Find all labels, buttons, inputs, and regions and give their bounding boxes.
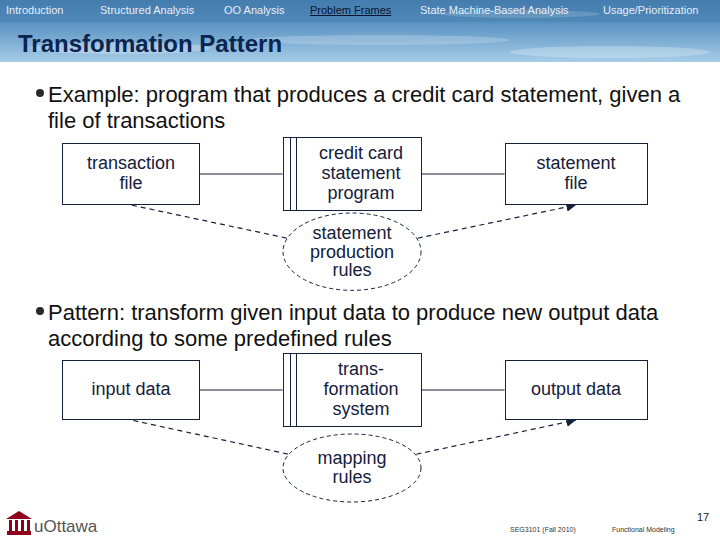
course-code: SEG3101 (Fall 2010) — [510, 526, 576, 534]
requirement-reference — [416, 420, 576, 454]
requirement-reference — [131, 205, 286, 238]
university-logo — [6, 511, 32, 535]
nav-item: Usage/Prioritization — [603, 4, 698, 17]
university-name: uOttawa — [34, 517, 97, 537]
bullet-dot — [36, 307, 44, 315]
node-text: statement production rules — [302, 224, 402, 281]
machine-stripe — [296, 138, 297, 209]
domain-box: transaction file — [62, 143, 200, 205]
water-highlight — [250, 35, 510, 45]
requirement-oval: mapping rules — [282, 433, 422, 503]
nav-item: Introduction — [6, 4, 63, 17]
requirement-reference — [131, 420, 288, 454]
machine-box: credit card statement program — [283, 137, 422, 210]
bullet-dot — [36, 89, 44, 97]
domain-box: statement file — [505, 143, 648, 205]
oval-shape — [283, 213, 421, 290]
node-text: transaction file — [82, 154, 180, 194]
node-text: mapping rules — [302, 449, 402, 487]
slide-title: Transformation Pattern — [18, 30, 282, 58]
node-text: credit card statement program — [311, 144, 412, 203]
oval-shape — [283, 434, 421, 502]
domain-interface — [422, 389, 505, 390]
domain-interface — [422, 173, 505, 174]
requirement-reference — [418, 205, 576, 238]
node-text: statement file — [525, 154, 628, 194]
node-text: output data — [531, 380, 621, 400]
nav-item-current: Problem Frames — [310, 4, 391, 17]
nav-strip — [0, 0, 720, 22]
node-text: input data — [91, 380, 170, 400]
domain-box: input data — [62, 360, 200, 420]
bullet-text: Example: program that produces a credit … — [48, 82, 698, 134]
header-band — [0, 0, 720, 62]
nav-item: State Machine-Based Analysis — [420, 4, 569, 17]
lecture-topic: Functional Modeling — [612, 526, 675, 534]
domain-interface — [200, 389, 283, 390]
nav-item: OO Analysis — [224, 4, 285, 17]
requirement-oval: statement production rules — [282, 212, 422, 291]
machine-stripe — [296, 354, 297, 425]
page-number: 17 — [697, 511, 709, 524]
machine-stripe — [290, 138, 291, 209]
machine-stripe — [290, 354, 291, 425]
domain-interface — [200, 173, 283, 174]
nav-item: Structured Analysis — [100, 4, 194, 17]
node-text: trans- formation system — [311, 360, 412, 419]
machine-box: trans- formation system — [283, 353, 422, 426]
domain-box: output data — [505, 360, 648, 420]
water-highlight — [510, 46, 710, 58]
bullet-text: Pattern: transform given input data to p… — [48, 300, 698, 352]
